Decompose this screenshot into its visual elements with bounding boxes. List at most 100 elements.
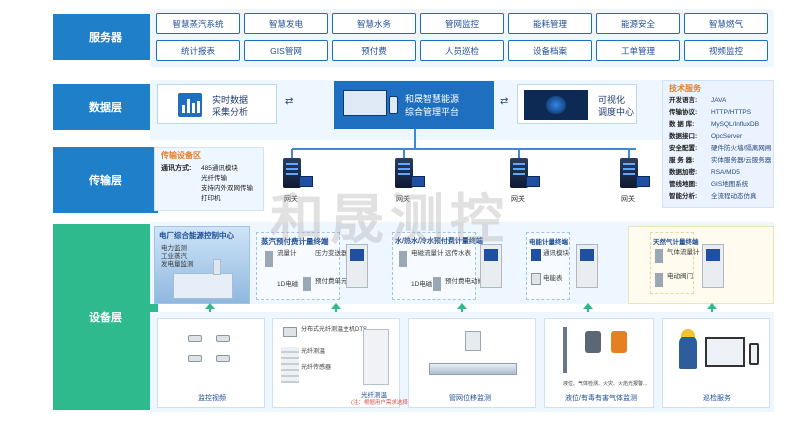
fiber-panel: 分布式光纤测温主机DTS 光纤测温 光纤传感器 光纤测温 (注：根据用户需求选择… — [272, 318, 410, 408]
service-button-11[interactable]: 人员巡检 — [420, 40, 504, 61]
pipe-icon — [429, 363, 517, 375]
service-button-1[interactable]: 智慧蒸汽系统 — [156, 13, 240, 34]
gateway-label: 网关 — [621, 196, 635, 203]
comm-module-icon — [531, 249, 541, 261]
camera-icon-4 — [216, 355, 230, 362]
dts-host-icon — [283, 327, 297, 337]
power-center-title: 电厂综合能源控制中心 — [159, 231, 234, 240]
water-item-3: 1D电磁 — [411, 281, 433, 288]
water-item-1: 电磁流量计 — [411, 250, 444, 257]
steam-item-4: 预付费单元阀门 — [315, 278, 361, 285]
steam-item-1: 流量计 — [277, 250, 297, 257]
tech-value-3: MySQL/InfluxDB — [711, 121, 760, 128]
gas-cabinet — [702, 244, 724, 288]
tablet-icon — [705, 337, 745, 367]
watermark: 和晟测控 — [270, 188, 510, 251]
fiber-item-3: 光纤传感器 — [301, 365, 332, 371]
gas-detector-icon-2 — [611, 331, 627, 353]
fiber-item-2: 光纤测温 — [301, 349, 326, 355]
service-button-14[interactable]: 视频监控 — [684, 40, 768, 61]
fiber-note: (注：根据用户需求选择) — [351, 400, 410, 406]
gateway-label: 网关 — [511, 196, 525, 203]
service-button-2[interactable]: 智慧发电 — [244, 13, 328, 34]
net-line-h — [292, 148, 636, 150]
patrol-panel: 巡检服务 — [662, 318, 770, 408]
visual-line-1: 可视化 — [598, 95, 626, 105]
service-button-4[interactable]: 管网监控 — [420, 13, 504, 34]
tech-key-1: 开发语言: — [669, 97, 698, 104]
mode-4: 打印机 — [201, 195, 221, 202]
double-arrow-right: ⇄ — [500, 96, 509, 107]
transmission-mode-label: 通讯方式: — [161, 165, 192, 172]
gateway-label: 网关 — [284, 196, 298, 203]
gas-meter-icon — [655, 249, 663, 263]
mode-1: 485通讯模块 — [201, 165, 238, 172]
double-arrow-left: ⇄ — [285, 96, 294, 107]
fiber-cabinet — [363, 329, 389, 385]
service-button-13[interactable]: 工单管理 — [596, 40, 680, 61]
pipe-sensor-icon — [465, 331, 481, 351]
gateway-server-icon — [620, 158, 638, 188]
flowmeter-icon — [265, 251, 273, 267]
steam-item-2: 压力变送器 — [315, 250, 348, 257]
fiber-label: 光纤测温 — [361, 392, 387, 399]
platform-box: 和晟智慧能源 综合管理平台 — [334, 81, 494, 129]
tech-title: 技术服务 — [669, 84, 701, 93]
service-button-8[interactable]: 统计报表 — [156, 40, 240, 61]
water-item-2: 远传水表 — [445, 250, 471, 257]
tech-key-3: 数 据 库: — [669, 121, 695, 128]
meter-icon — [531, 273, 541, 285]
tech-value-6: 实体服务器/云服务器 — [711, 157, 772, 164]
layer-label-service: 服务器 — [53, 14, 158, 60]
tech-key-8: 管线地图: — [669, 181, 698, 188]
elec-title: 电能计量终端 — [529, 239, 568, 246]
service-button-6[interactable]: 能源安全 — [596, 13, 680, 34]
steam-item-3: 1D电磁 — [277, 281, 299, 288]
fiber-item-1: 分布式光纤测温主机DTS — [301, 327, 368, 333]
layer-label-data: 数据层 — [53, 84, 158, 130]
tech-value-9: 全流程动态仿真 — [711, 193, 757, 200]
gateway-link — [403, 149, 405, 158]
gas-detector-icon-1 — [585, 331, 601, 353]
service-button-10[interactable]: 预付费 — [332, 40, 416, 61]
fiber-cable-icon — [281, 347, 299, 383]
service-button-3[interactable]: 智慧水务 — [332, 13, 416, 34]
tech-value-1: JAVA — [711, 97, 727, 104]
water-valve-icon — [433, 277, 441, 291]
pipe-label: 管网位移监测 — [449, 395, 491, 402]
transmission-title: 传输设备区 — [161, 151, 201, 160]
tech-value-5: 硬件防火墙/隔离网闸 — [711, 145, 772, 152]
service-button-7[interactable]: 智慧燃气 — [684, 13, 768, 34]
layer-label-transmission: 传输层 — [53, 147, 158, 213]
dashboard-icon — [524, 90, 588, 120]
tech-key-9: 智能分析: — [669, 193, 698, 200]
realtime-line-1: 实时数据 — [212, 95, 249, 105]
gateway-link — [518, 149, 520, 158]
mode-2: 光纤传输 — [201, 175, 227, 182]
tech-value-4: OpcServer — [711, 133, 743, 140]
water-meter-icon — [399, 251, 407, 267]
elec-item-2: 电能表 — [543, 275, 563, 282]
gateway-monitor-icon — [411, 176, 425, 187]
gateway-link — [291, 149, 293, 158]
water-cabinet — [480, 244, 502, 288]
laptop-icon — [343, 90, 387, 116]
service-button-12[interactable]: 设备档案 — [508, 40, 592, 61]
tech-value-2: HTTP/HTTPS — [711, 109, 752, 116]
patrol-label: 巡检服务 — [703, 395, 731, 402]
gateway-monitor-icon — [299, 176, 313, 187]
chimney-icon — [213, 259, 221, 275]
service-button-9[interactable]: GIS管网 — [244, 40, 328, 61]
power-line-3: 发电量监测 — [161, 261, 194, 268]
gateway-server-icon — [395, 158, 413, 188]
power-center-panel: 电厂综合能源控制中心 电力监测 工业蒸汽 发电量监测 — [154, 226, 250, 304]
gateway-monitor-icon — [526, 176, 540, 187]
gas-valve-icon — [655, 273, 663, 287]
service-button-5[interactable]: 能耗管理 — [508, 13, 592, 34]
tech-key-6: 服 务 器: — [669, 157, 695, 164]
gateway-monitor-icon — [636, 176, 650, 187]
realtime-line-2: 采集分析 — [212, 107, 249, 117]
valve-icon — [303, 277, 311, 291]
gas-monitor-note: 液位、气体检测、火灾、火焰光报警... — [563, 381, 648, 387]
